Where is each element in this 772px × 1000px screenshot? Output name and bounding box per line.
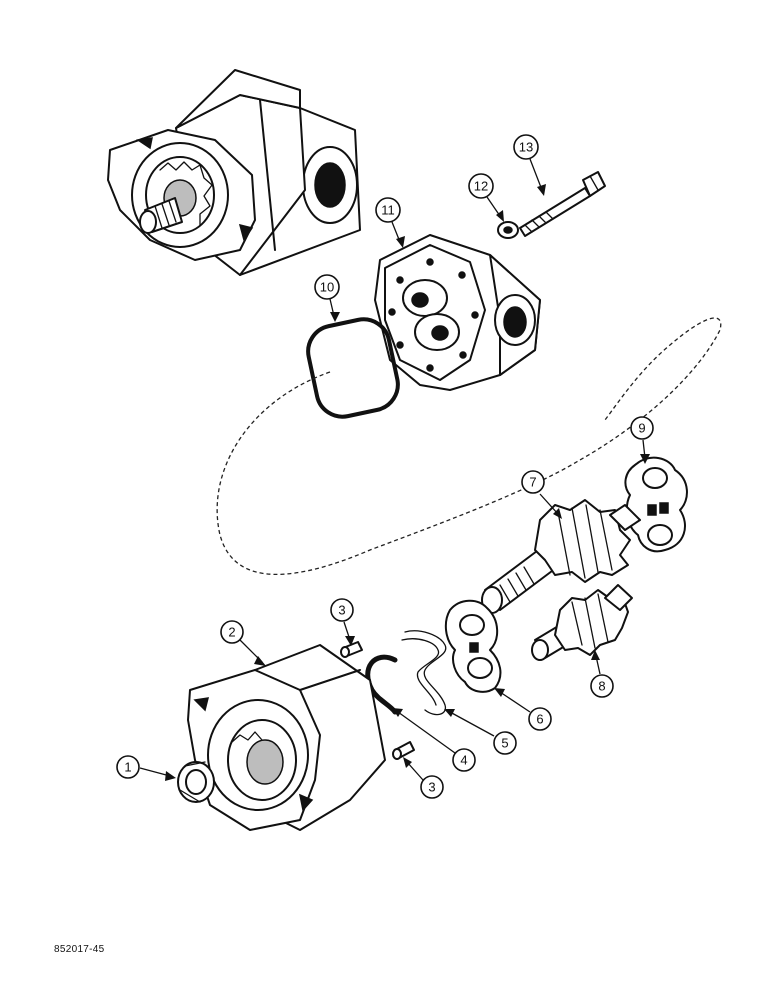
callout-2: 2: [220, 620, 266, 666]
svg-text:8: 8: [598, 679, 605, 694]
callout-4: 4: [392, 708, 476, 772]
svg-text:1: 1: [124, 760, 131, 775]
wear-plate-front: [444, 599, 502, 693]
callout-7: 7: [521, 470, 562, 519]
assembled-pump: [107, 69, 361, 276]
callout-11: 11: [375, 197, 405, 248]
callout-3-upper: 3: [330, 598, 355, 646]
front-housing: [187, 644, 386, 831]
callout-3-lower: 3: [403, 757, 444, 799]
svg-text:2: 2: [228, 625, 235, 640]
callout-5: 5: [444, 709, 517, 755]
callout-9: 9: [630, 416, 654, 464]
bolt: [519, 171, 606, 237]
driven-gear: [531, 584, 633, 661]
svg-text:7: 7: [529, 475, 536, 490]
washer: [497, 221, 519, 239]
shaft-seal: [177, 761, 215, 803]
callout-10: 10: [314, 274, 340, 322]
housing-section: [374, 234, 541, 391]
svg-text:12: 12: [474, 179, 488, 194]
svg-text:9: 9: [638, 421, 645, 436]
o-ring: [306, 317, 400, 419]
svg-text:11: 11: [381, 203, 395, 218]
dowel-pin-upper: [340, 641, 363, 658]
callout-8: 8: [590, 650, 614, 698]
wear-plate-rear: [624, 456, 688, 553]
figure-reference-number: 852017-45: [54, 944, 105, 955]
svg-text:6: 6: [536, 712, 543, 727]
svg-text:10: 10: [320, 280, 334, 295]
seal-wavy: [401, 630, 447, 716]
dowel-pin-lower: [392, 741, 415, 760]
callout-1: 1: [116, 755, 176, 781]
svg-text:13: 13: [519, 140, 533, 155]
svg-text:4: 4: [460, 753, 467, 768]
drive-gear: [481, 499, 641, 614]
svg-text:5: 5: [501, 736, 508, 751]
callout-13: 13: [513, 134, 546, 196]
callout-12: 12: [468, 173, 504, 222]
svg-text:3: 3: [428, 780, 435, 795]
callout-6: 6: [494, 688, 552, 731]
svg-text:3: 3: [338, 603, 345, 618]
